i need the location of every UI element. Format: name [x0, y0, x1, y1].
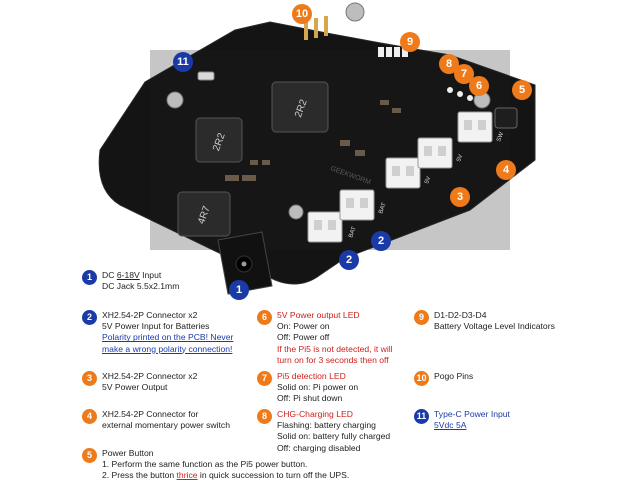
legend-text-6: 5V Power output LED On: Power on Off: Po… [277, 310, 393, 366]
legend-4-line2: external momentary power switch [102, 420, 230, 431]
legend-badge-10: 10 [414, 371, 429, 386]
legend-11-line1: Type-C Power Input [434, 409, 510, 419]
legend-badge-2: 2 [82, 310, 97, 325]
legend-text-1: DC 6-18V Input DC Jack 5.5x2.1mm [102, 270, 179, 292]
legend-2-line2: 5V Power Input for Batteries [102, 321, 210, 332]
callout-badge-4: 4 [496, 160, 516, 180]
silk-bat-2: BAT [378, 202, 388, 215]
callout-badge-8: 8 [439, 54, 459, 74]
legend-3-line1: XH2.54-2P Connector x2 [102, 371, 198, 381]
legend-text-2: XH2.54-2P Connector x2 5V Power Input fo… [102, 310, 233, 355]
callout-badge-5: 5 [512, 80, 532, 100]
callout-badge-2a: 2 [339, 250, 359, 270]
legend-5-line3-pre: 2. Press the button [102, 470, 177, 481]
inductor-middle: 2R2 [195, 117, 243, 163]
battery-level-leds [378, 47, 408, 57]
legend-6-line2: On: Power on [277, 321, 330, 332]
xh-connector-sw [457, 111, 493, 143]
legend-badge-6: 6 [257, 310, 272, 325]
callout-badge-9: 9 [400, 32, 420, 52]
legend-6-line4: If the Pi5 is not detected, it will [277, 343, 393, 354]
legend-text-8: CHG-Charging LED Flashing: battery charg… [277, 409, 390, 454]
silk-bat-1: BAT [348, 226, 358, 239]
legend-1-line2: DC Jack 5.5x2.1mm [102, 281, 180, 292]
legend-11-line2: 5Vdc 5A [434, 420, 467, 431]
legend-10-line1: Pogo Pins [434, 371, 474, 381]
legend-7-line3: Off: Pi shut down [277, 393, 343, 404]
legend-badge-1: 1 [82, 270, 97, 285]
legend-1-line1-post: Input [139, 270, 162, 280]
legend-7-line1: Pi5 detection LED [277, 371, 346, 381]
xh-connector-bat-1 [307, 211, 343, 243]
legend-text-11: Type-C Power Input 5Vdc 5A [434, 409, 510, 431]
legend-text-9: D1-D2-D3-D4 Battery Voltage Level Indica… [434, 310, 555, 332]
callout-badge-1: 1 [229, 280, 249, 300]
legend-6-line1: 5V Power output LED [277, 310, 360, 320]
legend-8-line2: Flashing: battery charging [277, 420, 376, 431]
legend-text-3: XH2.54-2P Connector x2 5V Power Output [102, 371, 197, 393]
legend-text-10: Pogo Pins [434, 371, 473, 382]
pogo-pins [304, 16, 328, 40]
led-chg [447, 87, 453, 93]
legend-4-line1: XH2.54-2P Connector for [102, 409, 199, 419]
xh-connector-bat-2 [339, 189, 375, 221]
legend-badge-4: 4 [82, 409, 97, 424]
legend-6-line5: turn on for 3 seconds then off [277, 354, 389, 365]
silk-5v-1: 5V [424, 176, 432, 185]
legend-badge-8: 8 [257, 409, 272, 424]
legend-5-line1: Power Button [102, 448, 154, 458]
smd-components [225, 100, 401, 181]
legend-7-line2: Solid on: Pi power on [277, 382, 359, 393]
callout-badge-3: 3 [450, 187, 470, 207]
legend-text-7: Pi5 detection LED Solid on: Pi power on … [277, 371, 358, 405]
legend-9-line2: Battery Voltage Level Indicators [434, 321, 555, 332]
legend-1-range: 6-18V [116, 270, 140, 280]
legend-3-line2: 5V Power Output [102, 382, 168, 393]
legend-2-line4: make a wrong polarity connection! [102, 343, 233, 354]
legend-badge-11: 11 [414, 409, 429, 424]
type-c-port [197, 71, 215, 81]
inductor-top: 2R2 [271, 81, 329, 133]
legend-8-line1: CHG-Charging LED [277, 409, 353, 419]
led-5v [467, 95, 473, 101]
legend-badge-5: 5 [82, 448, 97, 463]
legend-badge-9: 9 [414, 310, 429, 325]
legend-9-line1: D1-D2-D3-D4 [434, 310, 487, 320]
legend-8-line4: Off: charging disabled [277, 442, 361, 453]
callout-badge-11: 11 [173, 52, 193, 72]
callout-badge-6: 6 [469, 76, 489, 96]
legend-badge-7: 7 [257, 371, 272, 386]
led-pi5 [457, 91, 463, 97]
legend-2-line1: XH2.54-2P Connector x2 [102, 310, 198, 320]
callout-badge-2b: 2 [371, 231, 391, 251]
legend-5-line3-em: thrice [176, 470, 198, 481]
legend-text-4: XH2.54-2P Connector for external momenta… [102, 409, 230, 431]
xh-connector-5v-1 [385, 157, 421, 189]
legend-5-line2: 1. Perform the same function as the Pi5 … [102, 459, 308, 470]
legend-1-line1-pre: DC [102, 270, 117, 280]
legend-badge-3: 3 [82, 371, 97, 386]
legend-8-line3: Solid on: battery fully charged [277, 431, 391, 442]
legend-6-line3: Off: Power off [277, 332, 330, 343]
power-button[interactable] [494, 107, 518, 129]
legend-2-line3: Polarity printed on the PCB! Never [102, 332, 234, 343]
standoff-bottom [288, 204, 304, 220]
silk-5v-2: 5V [456, 154, 464, 163]
callout-badge-7: 7 [454, 64, 474, 84]
callout-badge-10: 10 [292, 4, 312, 24]
legend-5-line3-post: in quick succession to turn off the UPS. [197, 470, 350, 481]
standoff-left [166, 91, 184, 109]
board-figure: 2R2 2R2 4R7 [98, 2, 536, 295]
dc-jack [217, 231, 273, 295]
silk-sw: SW [496, 131, 505, 142]
standoff-top [345, 2, 365, 22]
legend-text-5: Power Button 1. Perform the same functio… [102, 448, 349, 482]
xh-connector-5v-2 [417, 137, 453, 169]
inductor-bottom: 4R7 [177, 191, 231, 237]
